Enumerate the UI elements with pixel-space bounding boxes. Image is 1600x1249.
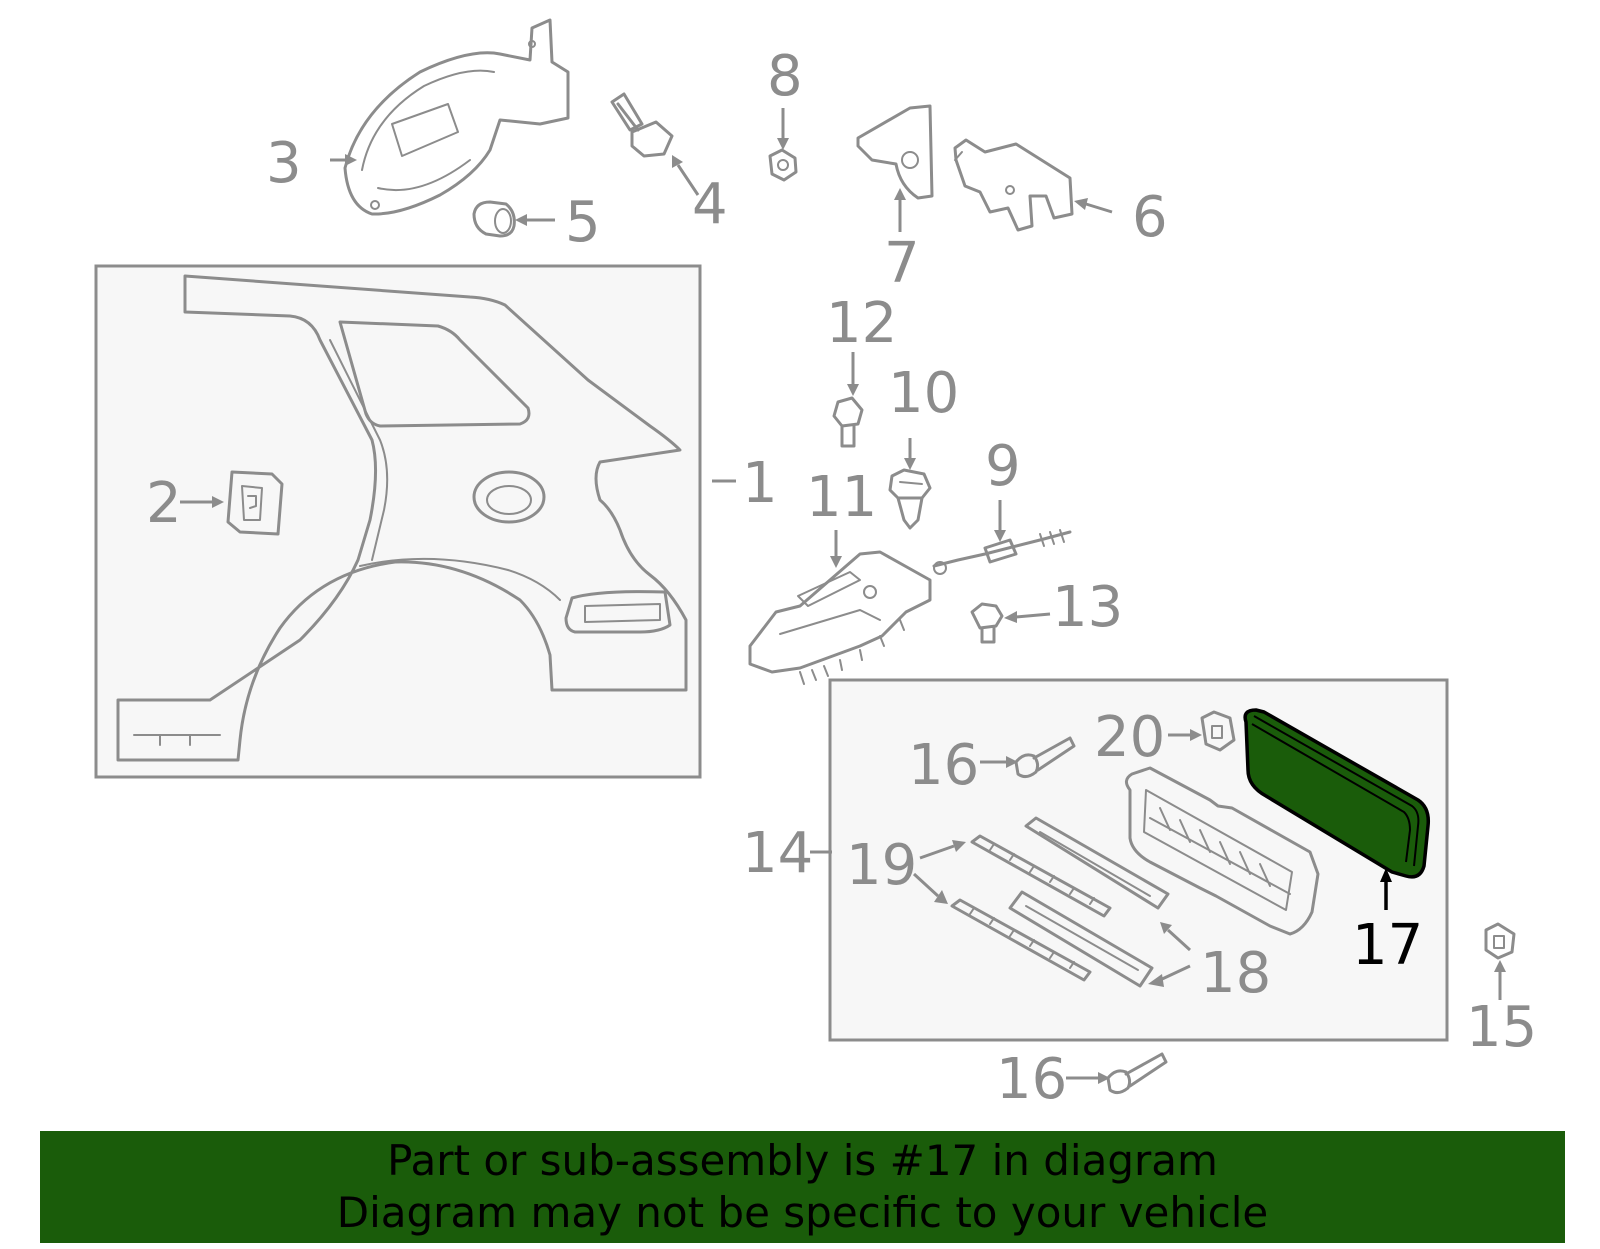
callout-19: 19 — [846, 833, 917, 898]
callout-20: 20 — [1094, 705, 1165, 770]
callout-5: 5 — [565, 190, 601, 255]
latch-part-11[interactable] — [748, 550, 932, 685]
panel-part-17-highlighted[interactable] — [1243, 708, 1431, 879]
bolt-part-4[interactable] — [610, 92, 674, 158]
bracket-part-7[interactable] — [856, 104, 934, 200]
clip-part-20[interactable] — [1200, 710, 1236, 752]
callout-17-highlighted: 17 — [1352, 913, 1423, 978]
screw-part-16-lower[interactable] — [1106, 1052, 1168, 1095]
banner-line-1: Part or sub-assembly is #17 in diagram — [387, 1136, 1218, 1185]
clip-part-15[interactable] — [1484, 922, 1516, 960]
leader-arrows — [180, 108, 1506, 1084]
bracket-part-2[interactable] — [226, 470, 284, 536]
callout-11: 11 — [806, 465, 877, 530]
seal-strip-part-19-upper[interactable] — [970, 834, 1112, 918]
callout-10: 10 — [888, 361, 959, 426]
screw-part-16[interactable] — [1014, 736, 1076, 779]
grommet-part-5[interactable] — [472, 200, 516, 238]
info-banner: Part or sub-assembly is #17 in diagram D… — [40, 1131, 1565, 1243]
cable-part-9[interactable] — [932, 529, 1072, 575]
louver-frame-part-18[interactable] — [1125, 766, 1320, 936]
callout-16-lower: 16 — [996, 1047, 1067, 1112]
seal-strip-part-18-lower[interactable] — [1008, 890, 1154, 988]
clip-part-13[interactable] — [970, 602, 1004, 644]
quarter-panel-part[interactable] — [116, 274, 688, 762]
clip-part-10[interactable] — [888, 468, 932, 530]
callout-4: 4 — [692, 172, 728, 237]
callout-15: 15 — [1466, 995, 1537, 1060]
seal-strip-part-18-upper[interactable] — [1024, 816, 1170, 910]
callout-16: 16 — [908, 733, 979, 798]
callout-1: 1 — [742, 451, 778, 516]
nut-part-8[interactable] — [768, 148, 798, 182]
callout-8: 8 — [767, 44, 803, 109]
assembly-box-14 — [828, 678, 1449, 1042]
callout-3: 3 — [266, 131, 302, 196]
seal-strip-part-19-lower[interactable] — [950, 898, 1092, 982]
actuator-part-6[interactable] — [953, 138, 1074, 232]
callout-9: 9 — [985, 434, 1021, 499]
callout-18: 18 — [1200, 941, 1271, 1006]
banner-line-2: Diagram may not be specific to your vehi… — [336, 1188, 1269, 1237]
callout-labels: 1 2 3 4 5 6 7 8 9 10 11 12 13 14 15 16 1… — [146, 44, 1537, 1112]
callout-13: 13 — [1052, 575, 1123, 640]
assembly-box-1 — [94, 264, 702, 779]
callout-6: 6 — [1132, 185, 1168, 250]
callout-12: 12 — [826, 291, 897, 356]
fuel-door-housing-part-3[interactable] — [343, 18, 570, 216]
callout-7: 7 — [884, 231, 920, 296]
callout-14: 14 — [742, 821, 813, 886]
callout-2: 2 — [146, 471, 182, 536]
bolt-part-12[interactable] — [832, 396, 864, 448]
